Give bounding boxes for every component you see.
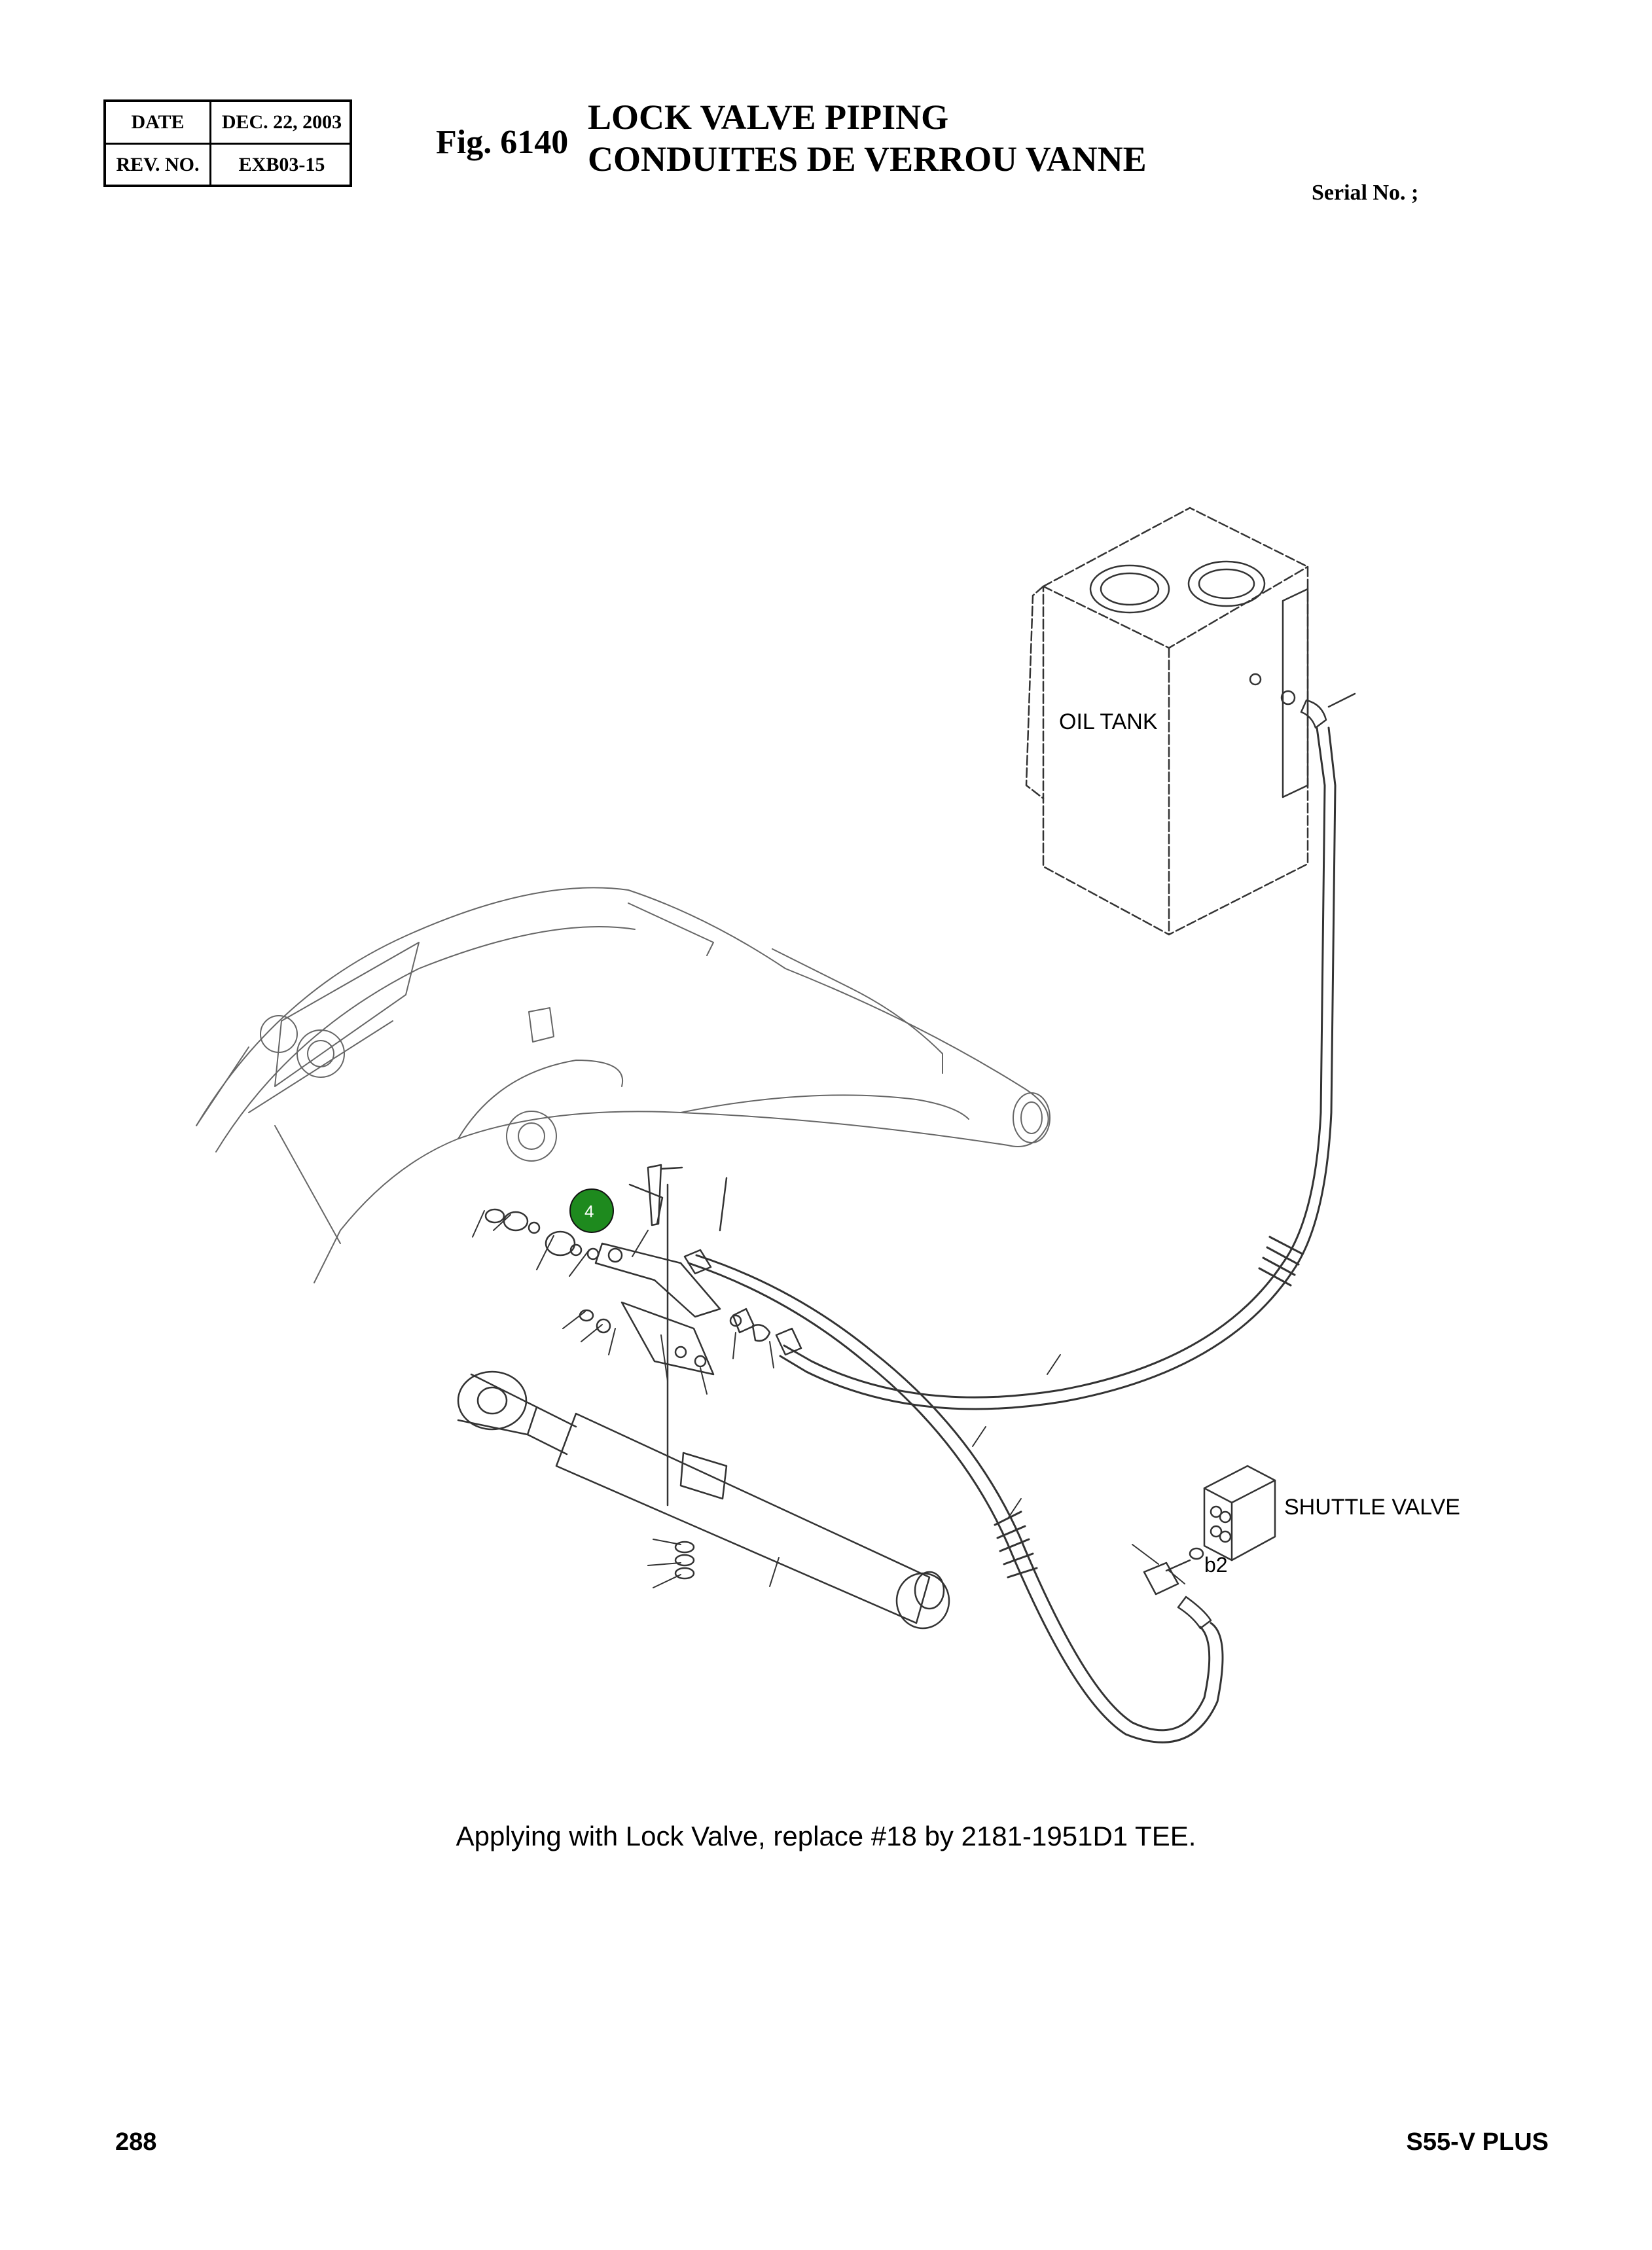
shuttle-valve: [1143, 1465, 1276, 1630]
part-callout-4[interactable]: 4: [569, 1188, 614, 1233]
figure-title-english: LOCK VALVE PIPING: [588, 98, 949, 137]
oil-tank: [1025, 507, 1309, 936]
page-number: 288: [115, 2128, 157, 2156]
serial-number-label: Serial No. ;: [1312, 181, 1419, 205]
figure-number: Fig. 6140: [436, 124, 569, 161]
oil-tank-ports: [1089, 560, 1309, 798]
boom-cylinder: [457, 1370, 950, 1630]
rev-label: REV. NO.: [116, 154, 200, 175]
boom-arm: [196, 887, 1050, 1283]
return-hose: [687, 726, 1337, 1743]
oil-tank-label: OIL TANK: [1059, 709, 1158, 734]
leader-lines: [472, 1210, 1185, 1588]
replacement-note: Applying with Lock Valve, replace #18 by…: [456, 1821, 1196, 1851]
shuttle-valve-label: SHUTTLE VALVE: [1284, 1495, 1460, 1520]
date-value: DEC. 22, 2003: [221, 111, 342, 133]
figure-title-french: CONDUITES DE VERROU VANNE: [588, 139, 1147, 179]
port-b2-label: b2: [1204, 1553, 1228, 1577]
model-name: S55-V PLUS: [1406, 2128, 1549, 2156]
callout-number: 4: [584, 1202, 594, 1221]
revision-table: DATE DEC. 22, 2003 REV. NO. EXB03-15: [103, 99, 352, 187]
rev-value: EXB03-15: [238, 154, 325, 175]
date-label: DATE: [131, 111, 185, 133]
lock-valve-assembly: [484, 1164, 802, 1507]
tank-elbow-fitting: [1300, 692, 1356, 729]
